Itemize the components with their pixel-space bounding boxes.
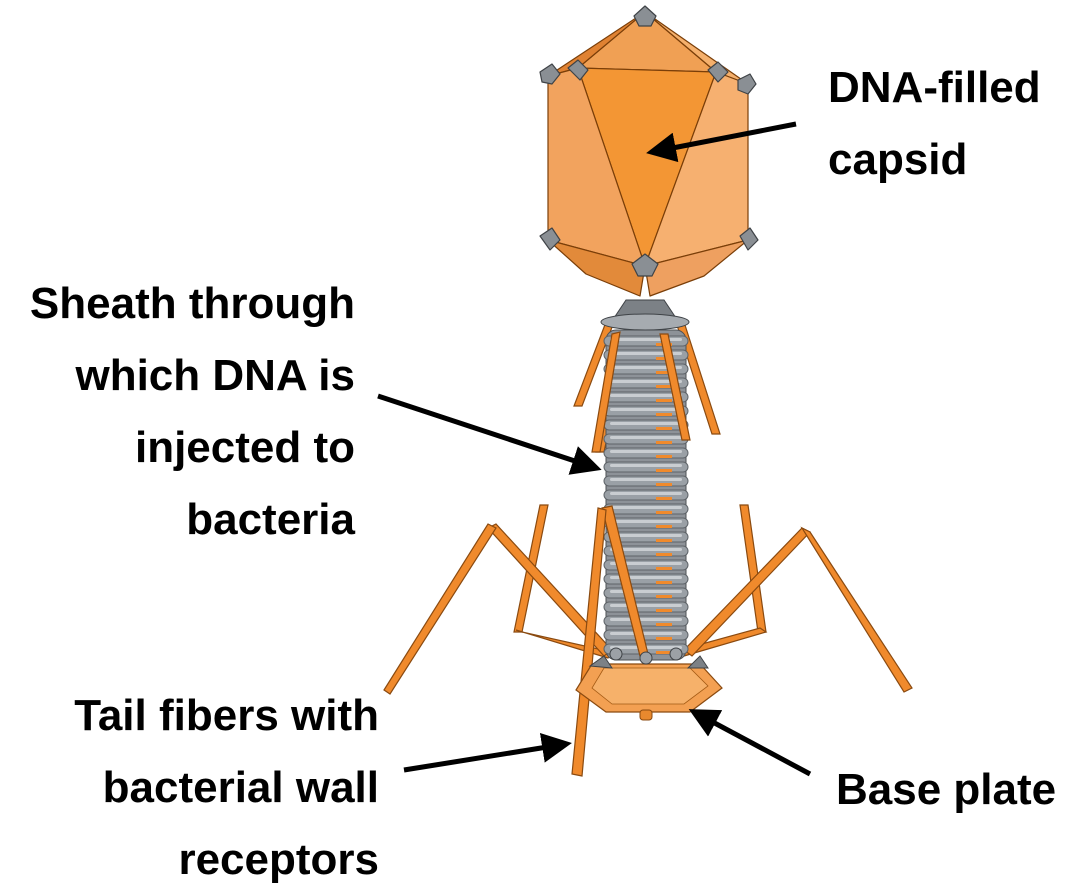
arrow-base-plate <box>694 712 810 774</box>
arrow-tail-fibers <box>404 744 566 770</box>
capsid-vertex-top <box>634 6 656 26</box>
sheath-ring-highlight <box>610 408 682 411</box>
sheath-ring-accent <box>656 497 672 500</box>
sheath-ring-highlight <box>610 604 682 607</box>
sheath-ring-accent <box>656 567 672 570</box>
sheath-ring-accent <box>656 637 672 640</box>
sheath-ring-highlight <box>610 520 682 523</box>
sheath-ring-accent <box>656 539 672 542</box>
base-plate-pin <box>640 710 652 720</box>
sheath-ring-accent <box>656 455 672 458</box>
sheath-ring-highlight <box>610 492 682 495</box>
sheath-ring-accent <box>656 525 672 528</box>
base-plate <box>576 648 722 720</box>
base-plate-label: Base plate <box>836 754 1056 826</box>
sheath-ring-accent <box>656 385 672 388</box>
sheath-ring-highlight <box>610 338 682 341</box>
base-plate-label-line: Base plate <box>836 754 1056 826</box>
arrow-sheath <box>378 396 596 468</box>
sheath-ring-accent <box>656 441 672 444</box>
sheath-ring-highlight <box>610 422 682 425</box>
capsid <box>540 6 758 296</box>
sheath-ring-accent <box>656 511 672 514</box>
sheath-label-line: bacteria <box>30 484 355 556</box>
tail-fibers-label-line: receptors <box>74 824 379 896</box>
tail-fibers-label: Tail fibers with bacterial wall receptor… <box>74 680 379 896</box>
capsid-vertex-right <box>738 74 756 94</box>
capsid-label: DNA-filled capsid <box>828 52 1041 196</box>
sheath-ring-highlight <box>610 534 682 537</box>
sheath-label-line: injected to <box>30 412 355 484</box>
tail-fibers-label-line: bacterial wall <box>74 752 379 824</box>
sheath-ring-accent <box>656 553 672 556</box>
sheath-ring-accent <box>656 413 672 416</box>
sheath-ring-accent <box>656 399 672 402</box>
sheath-ring-accent <box>656 581 672 584</box>
sheath-ring-accent <box>656 609 672 612</box>
base-plate-face <box>592 668 708 704</box>
capsid-label-line: capsid <box>828 124 1041 196</box>
neck-collar <box>601 300 689 330</box>
tail-fiber-right-lower <box>802 528 912 692</box>
sheath-label: Sheath through which DNA is injected to … <box>30 268 355 556</box>
sheath-ring-highlight <box>610 464 682 467</box>
sheath-ring-accent <box>656 483 672 486</box>
sheath-ring-highlight <box>610 436 682 439</box>
tail-fibers-label-line: Tail fibers with <box>74 680 379 752</box>
sheath-ring-highlight <box>610 394 682 397</box>
sheath-ring-accent <box>656 427 672 430</box>
sheath-label-line: Sheath through <box>30 268 355 340</box>
sheath-label-line: which DNA is <box>30 340 355 412</box>
tail-fiber-left-lower <box>384 524 496 694</box>
sheath-ring-highlight <box>610 590 682 593</box>
sheath-ring-highlight <box>610 478 682 481</box>
sheath-ring-highlight <box>610 632 682 635</box>
sheath-ring-accent <box>656 623 672 626</box>
sheath-ring-highlight <box>610 506 682 509</box>
sheath-ring-accent <box>656 595 672 598</box>
capsid-label-line: DNA-filled <box>828 52 1041 124</box>
sheath-ring-highlight <box>610 450 682 453</box>
sheath-ring-accent <box>656 469 672 472</box>
sheath-ring-highlight <box>610 618 682 621</box>
